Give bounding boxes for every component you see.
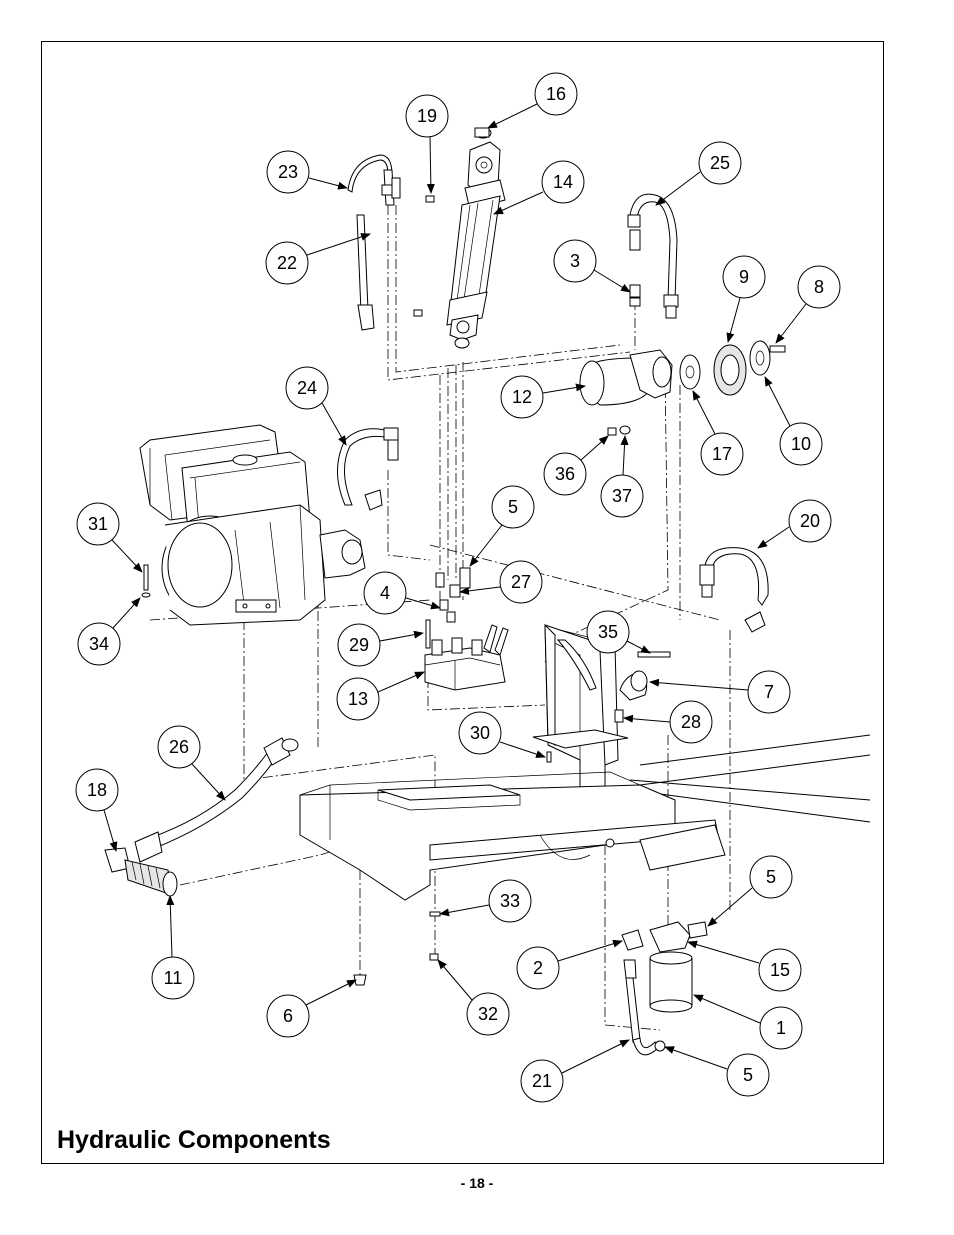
svg-text:24: 24: [297, 378, 317, 398]
callout-15: 15: [687, 940, 802, 992]
svg-text:5: 5: [743, 1065, 753, 1085]
callout-35: 35: [586, 610, 651, 654]
svg-text:35: 35: [598, 622, 618, 642]
callout-9: 9: [722, 255, 766, 343]
callout-20: 20: [757, 499, 832, 549]
svg-text:9: 9: [739, 267, 749, 287]
callout-3: 3: [553, 239, 631, 293]
hydraulic-motor: [579, 340, 786, 436]
svg-text:26: 26: [169, 737, 189, 757]
svg-text:16: 16: [546, 84, 566, 104]
svg-text:8: 8: [814, 277, 824, 297]
callout-5: 5: [469, 485, 535, 567]
callout-33: 33: [439, 879, 532, 923]
callout-37: 37: [600, 435, 644, 518]
hardware: [141, 564, 671, 763]
callout-17: 17: [692, 390, 744, 476]
svg-text:5: 5: [508, 497, 518, 517]
callout-8: 8: [775, 265, 841, 344]
callout-34: 34: [77, 597, 141, 666]
svg-text:33: 33: [500, 891, 520, 911]
engine: [139, 424, 366, 626]
callout-13: 13: [336, 671, 425, 721]
callout-30: 30: [458, 711, 546, 758]
svg-text:7: 7: [764, 682, 774, 702]
callout-26: 26: [157, 725, 226, 801]
filter-assembly: [353, 911, 708, 1056]
callout-24: 24: [285, 366, 347, 446]
callout-29: 29: [337, 623, 424, 667]
svg-text:34: 34: [89, 634, 109, 654]
svg-text:37: 37: [612, 486, 632, 506]
svg-text:15: 15: [770, 960, 790, 980]
callout-19: 19: [405, 94, 449, 194]
callout-5c: 5: [664, 1046, 770, 1097]
svg-text:18: 18: [87, 780, 107, 800]
svg-text:10: 10: [791, 434, 811, 454]
callout-27: 27: [459, 560, 543, 604]
suction-assembly: [104, 737, 299, 897]
callout-4: 4: [363, 571, 441, 615]
svg-text:19: 19: [417, 106, 437, 126]
svg-text:11: 11: [164, 968, 183, 988]
callout-25: 25: [655, 141, 742, 206]
control-valve: [424, 567, 509, 691]
svg-text:29: 29: [349, 635, 369, 655]
svg-text:27: 27: [511, 572, 531, 592]
svg-text:6: 6: [283, 1006, 293, 1026]
svg-text:2: 2: [533, 958, 543, 978]
svg-text:28: 28: [681, 712, 701, 732]
callout-10: 10: [764, 376, 823, 466]
svg-text:32: 32: [478, 1004, 498, 1024]
svg-text:25: 25: [710, 153, 730, 173]
callout-14: 14: [493, 160, 585, 215]
callout-7: 7: [649, 670, 791, 714]
page-number: - 18 -: [460, 1175, 494, 1191]
callout-21: 21: [520, 1039, 630, 1103]
page-title: Hydraulic Components: [57, 1126, 331, 1154]
callout-6: 6: [266, 979, 357, 1038]
svg-text:12: 12: [512, 387, 532, 407]
svg-text:13: 13: [348, 689, 368, 709]
callout-5b: 5: [707, 855, 793, 927]
log-splitter-frame: [532, 623, 871, 823]
svg-text:31: 31: [88, 514, 108, 534]
svg-text:5: 5: [766, 867, 776, 887]
callout-22: 22: [265, 233, 371, 285]
callout-28: 28: [623, 700, 713, 744]
hose-24: [337, 427, 399, 511]
callout-32: 32: [437, 959, 510, 1036]
svg-text:23: 23: [278, 162, 298, 182]
hoses-25: [627, 193, 679, 319]
callout-2: 2: [516, 939, 623, 990]
svg-text:22: 22: [277, 253, 297, 273]
svg-text:36: 36: [555, 464, 575, 484]
callout-31: 31: [76, 502, 143, 573]
svg-text:14: 14: [553, 172, 573, 192]
page-frame: [41, 41, 884, 1164]
callouts: 16 19 23 14 25 22 3 9 8 12 24 17 10 36 3…: [75, 72, 841, 1103]
svg-text:4: 4: [380, 583, 390, 603]
callout-16: 16: [487, 72, 578, 129]
callout-36: 36: [543, 435, 609, 496]
svg-text:30: 30: [470, 723, 490, 743]
svg-text:20: 20: [800, 511, 820, 531]
callout-18: 18: [75, 768, 119, 852]
callout-23: 23: [266, 150, 348, 194]
callout-11: 11: [151, 895, 195, 1000]
tank: [299, 771, 726, 901]
svg-text:17: 17: [712, 444, 732, 464]
hose-20: [699, 547, 769, 633]
hydraulic-cylinder: [413, 127, 506, 349]
svg-text:21: 21: [532, 1071, 552, 1091]
svg-text:3: 3: [570, 251, 580, 271]
hoses-22-23: [347, 154, 401, 331]
callout-12: 12: [500, 375, 586, 419]
callout-1: 1: [693, 994, 803, 1050]
svg-text:1: 1: [776, 1018, 786, 1038]
